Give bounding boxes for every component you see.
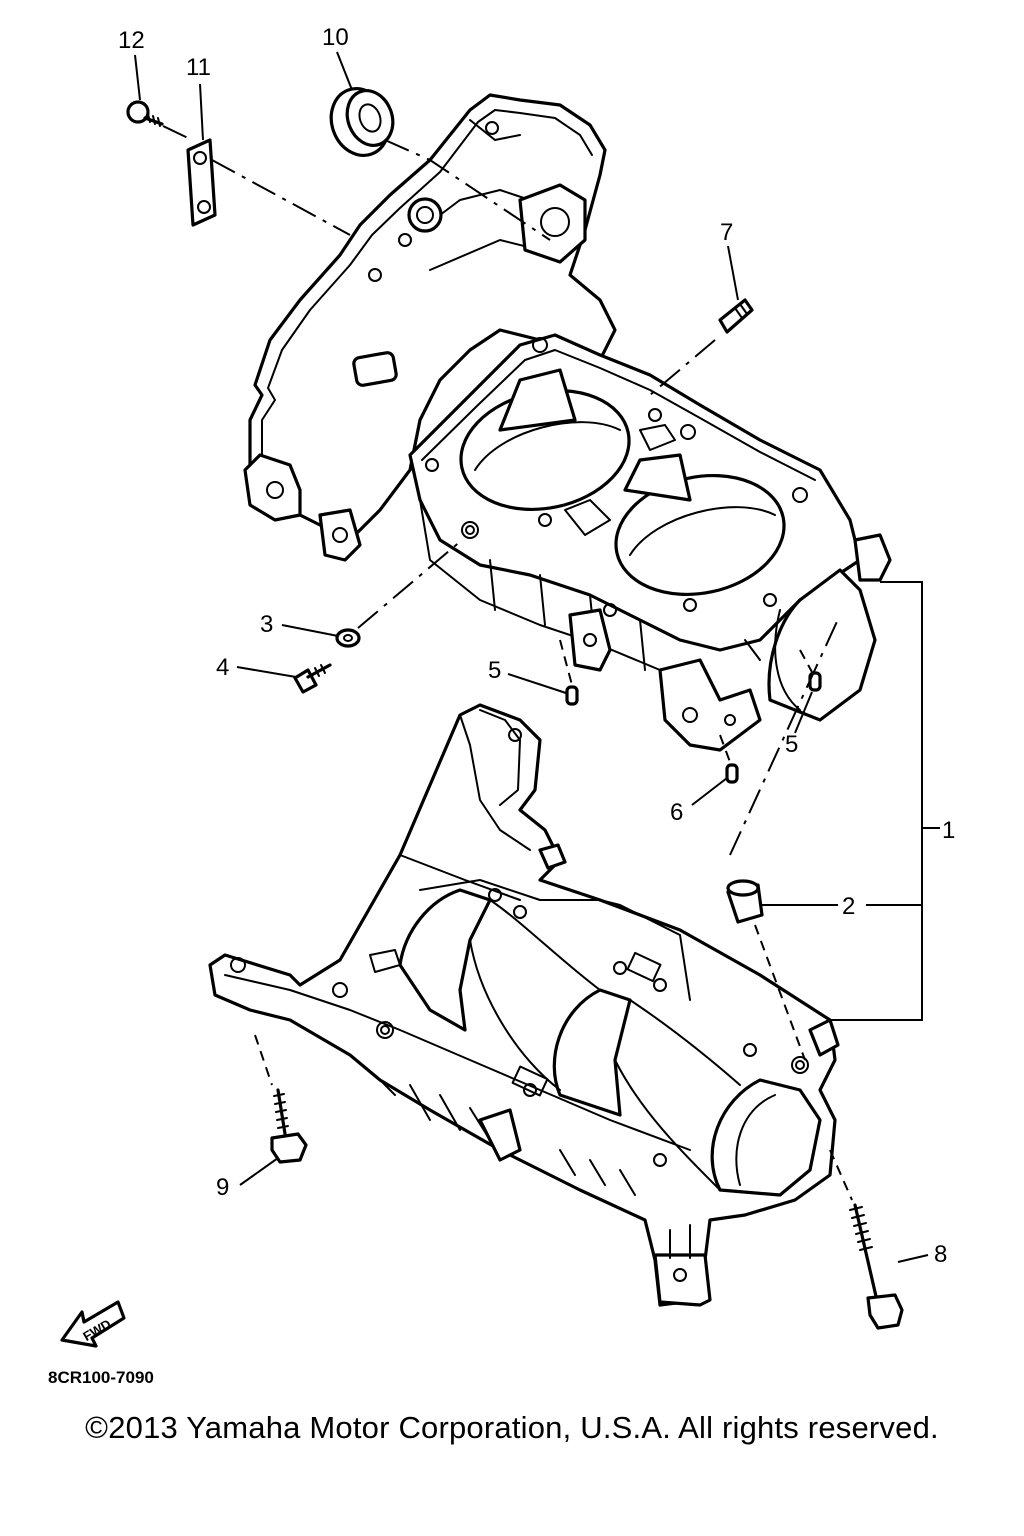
fwd-arrow-icon: FWD [60,1300,126,1348]
dowel-part-7 [718,298,754,334]
callout-leaders [134,51,940,1263]
callout-2: 2 [842,893,855,920]
screw-part-12 [126,100,164,127]
assembly-lines [162,125,853,1201]
plate-part-11 [186,138,217,227]
bolt-part-4 [293,663,332,694]
knock-pin-part-2 [726,879,764,924]
callout-12: 12 [118,27,145,54]
callout-labels: 1 2 3 4 5 5 6 7 8 9 10 11 12 [118,24,955,1268]
callout-10: 10 [322,24,349,51]
bolt-part-9 [270,1088,308,1164]
callout-6: 6 [670,799,683,826]
crankcase-exploded-diagram: 1 2 3 4 5 5 6 7 8 9 10 11 12 FWD 8CR100-… [48,24,955,1387]
diagram-code: 8CR100-7090 [48,1368,154,1387]
washer-part-3 [335,628,361,648]
upper-crankcase [243,93,892,752]
bolt-part-8 [849,1203,904,1330]
callout-5-right: 5 [785,731,798,758]
dowel-part-6 [725,763,739,784]
callout-3: 3 [260,611,273,638]
callout-4: 4 [216,654,229,681]
bearing-part-10 [329,87,395,157]
callout-7: 7 [720,219,733,246]
callout-1: 1 [942,817,955,844]
callout-11: 11 [186,54,211,81]
dowel-part-5-left [565,685,579,706]
copyright-notice: ©2013 Yamaha Motor Corporation, U.S.A. A… [85,1410,939,1445]
callout-8: 8 [934,1241,947,1268]
callout-9: 9 [216,1174,229,1201]
callout-5-left: 5 [488,657,501,684]
lower-crankcase [208,703,840,1307]
